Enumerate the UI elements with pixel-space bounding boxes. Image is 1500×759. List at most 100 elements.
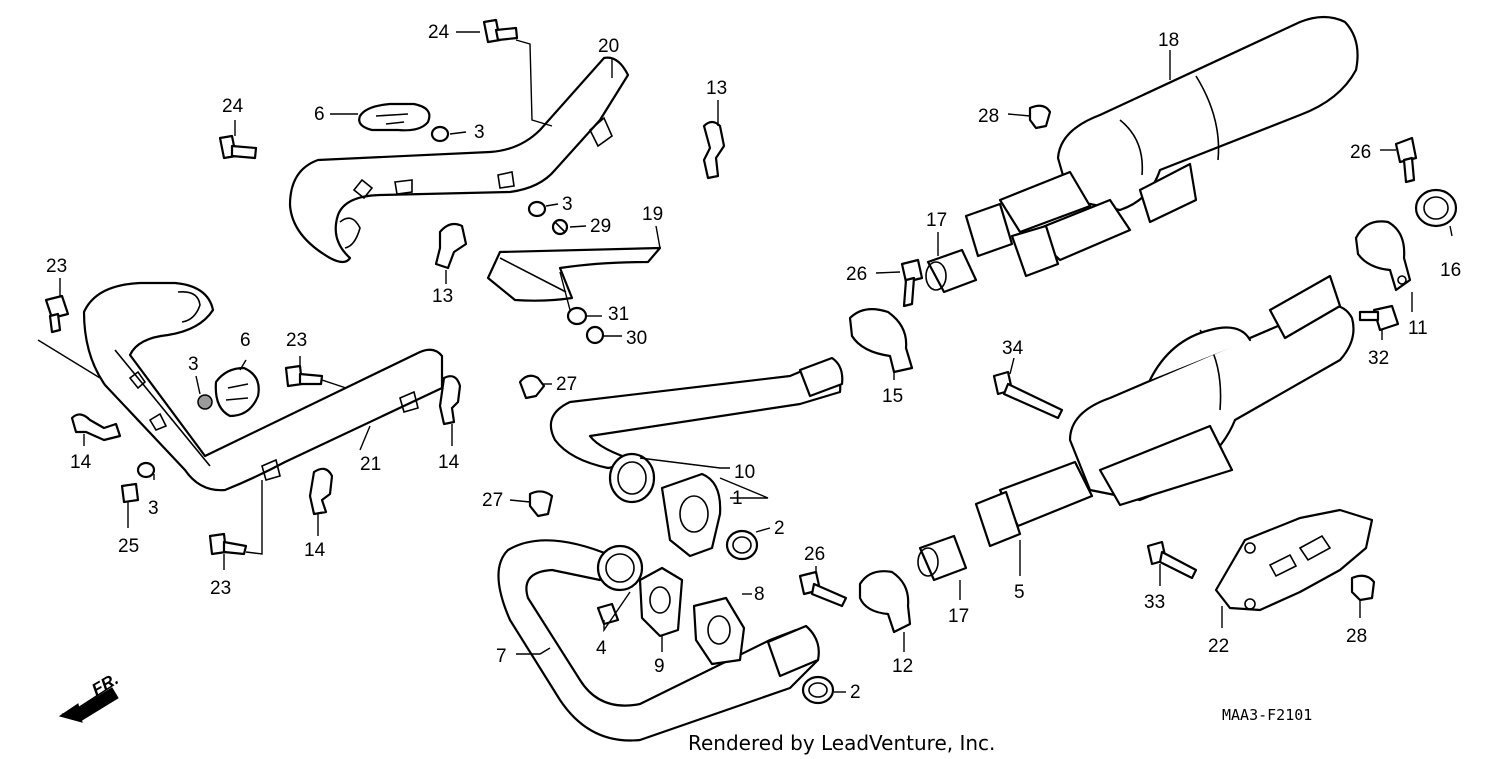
callout-4: 4 [596,638,607,659]
clamp-14-left[interactable] [70,413,122,442]
exhaust-pipe-10[interactable] [549,356,844,504]
bolt-26-top-right[interactable] [1394,136,1418,184]
callout-11: 11 [1408,318,1428,339]
bolt-32[interactable] [1358,304,1400,332]
gasket-2-a[interactable] [725,529,759,561]
washer-31[interactable] [566,306,588,326]
callout-27: 27 [482,490,503,511]
band-clamp-11[interactable] [1354,220,1412,292]
collar-17-upper[interactable] [925,248,978,294]
callout-26: 26 [846,264,867,285]
clamp-13-top[interactable] [702,120,726,180]
bolt-26-low[interactable] [798,570,848,608]
callout-14: 14 [70,452,92,473]
nut-27-a[interactable] [518,374,546,400]
callout-19: 19 [642,204,663,225]
callout-10: 10 [734,462,755,483]
clamp-14-bottom[interactable] [308,467,334,516]
callout-3: 3 [474,122,485,143]
upper-pipe-cover[interactable] [288,56,630,264]
nut-3c[interactable] [197,394,213,410]
nut-30[interactable] [585,325,605,345]
callout-1: 1 [732,488,743,509]
flange-8[interactable] [692,596,746,666]
band-clamp-15[interactable] [848,307,914,374]
callout-3: 3 [188,354,199,375]
bolt-23-b[interactable] [284,364,324,388]
bolt-25[interactable] [120,482,140,504]
leader-lines [37,31,1453,693]
callout-16: 16 [1440,260,1461,281]
clamp-13-mid[interactable] [434,222,468,270]
callout-23: 23 [210,578,231,599]
heat-shield[interactable] [486,246,662,302]
callout-28: 28 [1346,626,1367,647]
callout-20: 20 [598,36,619,57]
callout-13: 13 [706,78,727,99]
callout-17: 17 [948,606,969,627]
callout-21: 21 [360,454,381,475]
diagram-code: MAA3-F2101 [1222,706,1312,724]
flange-9[interactable] [638,566,684,638]
callout-5: 5 [1014,582,1025,603]
callout-14: 14 [304,540,326,561]
exhaust-pipe-7[interactable] [497,539,820,742]
callout-3: 3 [562,194,573,215]
callout-8: 8 [754,584,765,605]
callout-26: 26 [1350,142,1371,163]
muffler-18[interactable] [964,15,1359,278]
callout-24: 24 [428,22,450,43]
callout-26: 26 [804,544,825,565]
callout-22: 22 [1208,636,1229,657]
muffler-bracket-22[interactable] [1214,508,1374,612]
nut-27-b[interactable] [528,490,554,518]
callout-2: 2 [774,518,785,539]
callout-9: 9 [654,656,665,677]
nut-28-bottom[interactable] [1350,574,1376,602]
collar-17-lower[interactable] [917,534,968,582]
bolt-23-a[interactable] [44,294,70,334]
pipe-cover-gasket-upper[interactable] [358,102,431,132]
callout-28: 28 [978,106,999,127]
callout-24: 24 [222,96,244,117]
bolt-23-c[interactable] [208,532,248,556]
nut-3b[interactable] [527,200,547,218]
callout-34: 34 [1002,338,1024,359]
callout-15: 15 [882,386,903,407]
clamp-14-right[interactable] [438,375,462,426]
callout-3: 3 [148,498,159,519]
muffler-5[interactable] [974,274,1355,548]
gasket-2-b[interactable] [801,675,835,705]
bolt-34[interactable] [992,370,1064,420]
callout-25: 25 [118,536,139,557]
screw-29[interactable] [551,218,569,236]
callout-6: 6 [240,330,251,351]
nut-28-top[interactable] [1028,104,1052,130]
callout-12: 12 [892,656,913,677]
bolt-26-mid[interactable] [900,258,924,308]
bolt-24-top[interactable] [482,18,519,44]
callout-7: 7 [496,646,507,667]
nut-3a[interactable] [430,125,450,143]
callout-29: 29 [590,216,611,237]
callout-labels: 24 20 24 6 3 3 29 19 13 13 31 30 23 6 23… [46,22,1461,703]
callout-33: 33 [1144,592,1165,613]
callout-30: 30 [626,328,647,349]
pipe-cover-gasket-lower[interactable] [214,366,260,418]
band-clamp-12[interactable] [858,570,912,634]
exhaust-joint-1[interactable] [660,472,722,558]
credit-text: Rendered by LeadVenture, Inc. [688,731,995,755]
nut-3d[interactable] [136,461,156,479]
callout-17: 17 [926,210,947,231]
callout-14: 14 [438,452,460,473]
lower-pipe-cover[interactable] [82,281,444,492]
callout-31: 31 [608,304,629,325]
bolt-24-left[interactable] [218,134,258,160]
callout-32: 32 [1368,348,1389,369]
callout-23: 23 [286,330,307,351]
bolt-33[interactable] [1146,540,1198,580]
nut-4[interactable] [596,602,620,626]
callout-2: 2 [850,682,861,703]
collar-16[interactable] [1414,188,1458,228]
